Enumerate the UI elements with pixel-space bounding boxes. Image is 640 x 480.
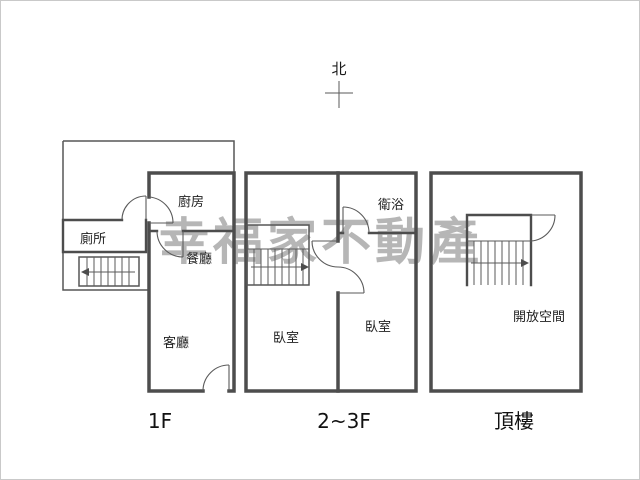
door-arc [148,196,174,224]
outer-wall-1f [147,171,236,393]
north-compass: 北 [325,60,353,108]
room-label-dining: 餐廳 [186,251,212,267]
room-label-kitchen: 廚房 [178,194,204,210]
floor-plan-roof: 開放空間 頂樓 [429,171,583,433]
floor-label-2-3f: 2~3F [317,409,371,433]
floor-plan-2-3f: 衛浴 臥室 臥室 2~3F [244,171,418,433]
lot-boundary [63,140,235,173]
door-arc [342,206,370,234]
stairs-icon [246,224,310,286]
outer-wall-roof [429,171,583,393]
floor-plan-1f: 廁所 廚房 餐廳 客廳 1F [61,140,236,433]
outer-wall-2-3f [244,171,418,393]
north-label: 北 [331,60,346,78]
floor-label-roof: 頂樓 [494,409,534,433]
lot-boundary [62,141,149,291]
door-arc [202,364,230,392]
stairwell-walls [465,213,533,287]
stairs-arrowhead [301,263,309,271]
stairs-icon [465,213,556,287]
room-label-bathroom: 衛浴 [378,198,404,213]
door-arc [530,214,556,242]
toilet-walls [61,218,148,254]
room-label-bedroom-left: 臥室 [273,330,299,346]
stairs-outline [78,256,140,287]
floor-label-1f: 1F [148,409,172,433]
stairs-arrowhead [81,268,89,276]
door-arc [337,266,365,294]
room-label-open-space: 開放空間 [513,310,565,325]
door-arc [121,195,147,221]
stairs-arrowhead [521,259,529,267]
room-label-bedroom-right: 臥室 [365,319,391,335]
door-arc [156,230,184,258]
stairs-icon [78,256,140,287]
room-label-toilet: 廁所 [80,231,106,247]
stairs-outline [246,224,310,286]
room-label-living: 客廳 [163,335,189,351]
door-arc [311,240,339,268]
